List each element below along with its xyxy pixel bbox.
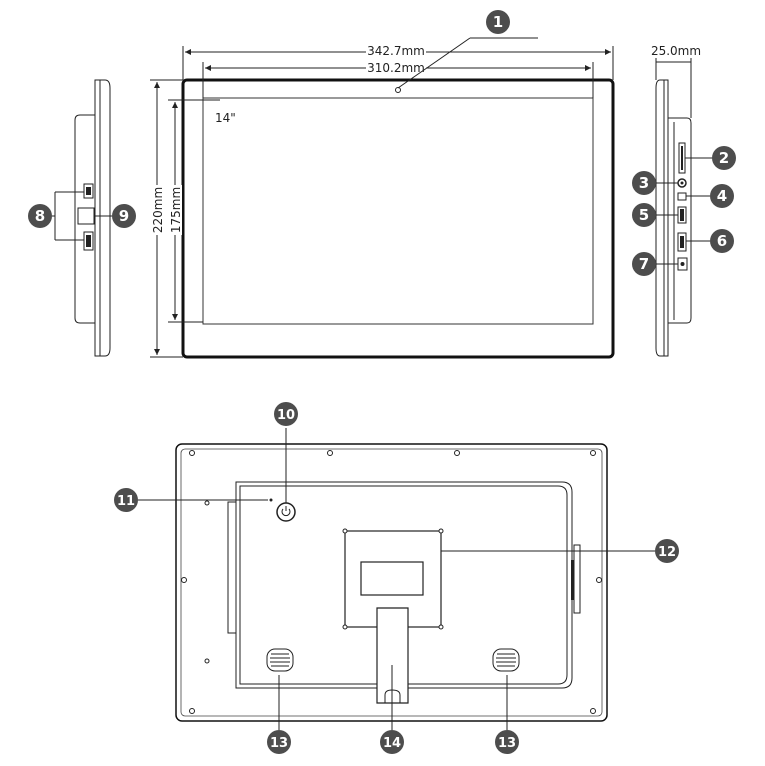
svg-text:1: 1 — [493, 13, 503, 31]
svg-text:14: 14 — [383, 736, 401, 751]
screw-holes — [181, 450, 602, 714]
mini-usb-port — [677, 192, 687, 201]
callout-6: 6 — [710, 229, 734, 253]
svg-text:8: 8 — [35, 207, 45, 225]
callout-12: 12 — [655, 539, 679, 563]
speaker-left — [266, 648, 294, 672]
svg-text:13: 13 — [270, 736, 288, 751]
stand — [376, 607, 409, 704]
depth-label: 25.0mm — [651, 44, 701, 58]
screen-width-label: 310.2mm — [367, 61, 425, 75]
back-view — [138, 428, 655, 730]
screen-height-label: 175mm — [169, 187, 183, 233]
svg-text:4: 4 — [717, 187, 727, 205]
svg-text:5: 5 — [639, 206, 649, 224]
power-button-icon — [276, 502, 296, 522]
svg-text:7: 7 — [639, 255, 649, 273]
callout-3: 3 — [632, 171, 656, 195]
front-screen — [202, 97, 594, 325]
svg-text:6: 6 — [717, 232, 727, 250]
callout-8: 8 — [28, 204, 52, 228]
callout-10: 10 — [274, 402, 298, 426]
svg-text:11: 11 — [117, 494, 135, 509]
camera-icon — [395, 87, 401, 93]
callout-2: 2 — [712, 146, 736, 170]
diagonal-label: 14" — [215, 111, 236, 125]
callout-9: 9 — [112, 204, 136, 228]
mic-hole — [269, 498, 273, 502]
overall-width-label: 342.7mm — [367, 44, 425, 58]
callout-badges: 1 2 3 4 5 6 7 8 9 10 11 12 13 14 13 — [28, 10, 736, 754]
callout-13-right: 13 — [495, 730, 519, 754]
callout-13-left: 13 — [267, 730, 291, 754]
callout-14: 14 — [380, 730, 404, 754]
svg-text:3: 3 — [639, 174, 649, 192]
svg-text:12: 12 — [658, 545, 676, 560]
callout-5: 5 — [632, 203, 656, 227]
svg-text:13: 13 — [498, 736, 516, 751]
front-view: 342.7mm 310.2mm 220mm 175mm 14" — [150, 37, 615, 359]
overall-height-label: 220mm — [151, 187, 165, 233]
svg-text:2: 2 — [719, 149, 729, 167]
left-side-view — [52, 79, 112, 357]
callout-11: 11 — [114, 488, 138, 512]
callout-4: 4 — [710, 184, 734, 208]
speaker-right — [492, 648, 520, 672]
svg-text:10: 10 — [277, 408, 295, 423]
callout-1: 1 — [486, 10, 510, 34]
right-side-view: 25.0mm — [651, 44, 713, 357]
svg-text:9: 9 — [119, 207, 129, 225]
callout-7: 7 — [632, 252, 656, 276]
